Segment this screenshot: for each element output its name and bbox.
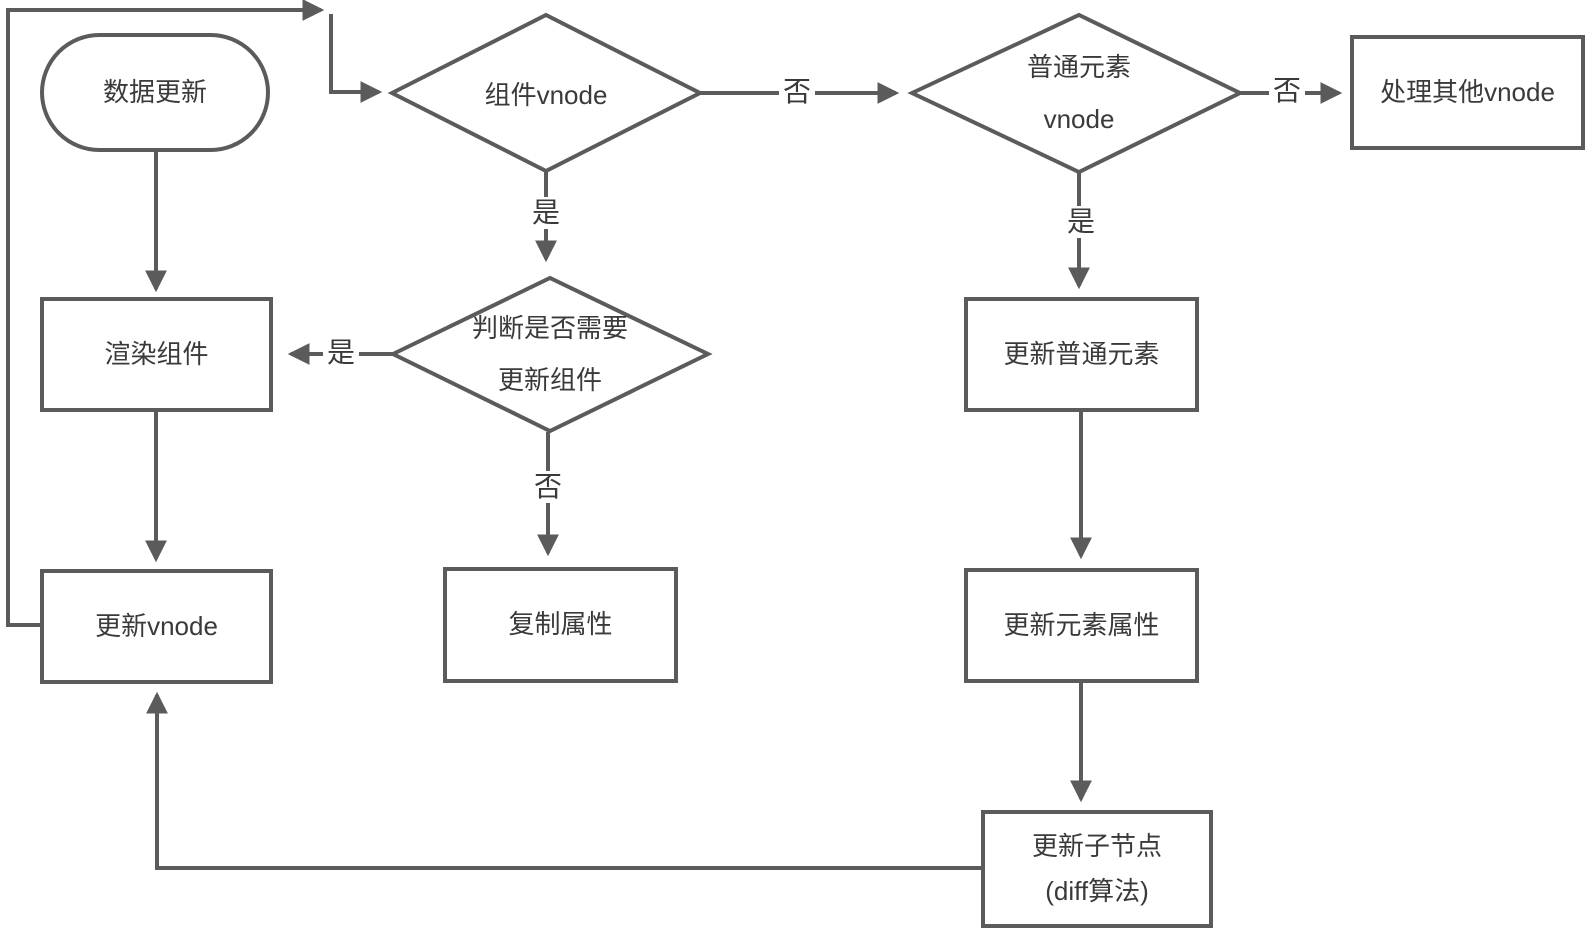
update-plain-element-label: 更新普通元素 (1003, 338, 1160, 369)
decision-need-update-shape (388, 275, 713, 434)
handle-other-vnode-label: 处理其他vnode (1380, 76, 1555, 107)
connector-update-vnode-loop-top (6, 0, 325, 627)
decision-component-vnode-shape (387, 12, 705, 174)
connector-children-loop-to-update-vnode (146, 691, 981, 870)
edge-label-plain-vnode-yes: 是 (1062, 206, 1100, 238)
process-update-element-attrs: 更新元素属性 (964, 568, 1199, 683)
decision-plain-vnode-shape (907, 12, 1245, 175)
copy-props-label: 复制属性 (508, 609, 613, 640)
edge-label-component-vnode-no: 否 (778, 76, 816, 108)
update-children-line1: 更新子节点 (1031, 831, 1162, 861)
connector-top-elbow-to-component-vnode (329, 14, 383, 103)
start-label: 数据更新 (102, 76, 207, 107)
process-update-vnode: 更新vnode (40, 569, 273, 684)
update-children-line2: (diff算法) (1045, 876, 1149, 906)
start-terminator: 数据更新 (40, 33, 270, 152)
edge-label-component-vnode-yes: 是 (527, 197, 565, 229)
update-vnode-label: 更新vnode (95, 610, 218, 641)
edge-label-plain-vnode-no: 否 (1268, 75, 1306, 107)
edge-label-need-update-yes: 是 (322, 337, 360, 369)
process-handle-other-vnode: 处理其他vnode (1350, 35, 1585, 150)
process-update-children-diff: 更新子节点 (diff算法) (981, 810, 1213, 928)
update-element-attrs-label: 更新元素属性 (1003, 609, 1160, 640)
render-component-label: 渲染组件 (104, 338, 209, 369)
process-render-component: 渲染组件 (40, 297, 273, 412)
process-update-plain-element: 更新普通元素 (964, 297, 1199, 412)
edge-label-need-update-no: 否 (529, 471, 567, 503)
process-copy-props: 复制属性 (443, 567, 678, 683)
